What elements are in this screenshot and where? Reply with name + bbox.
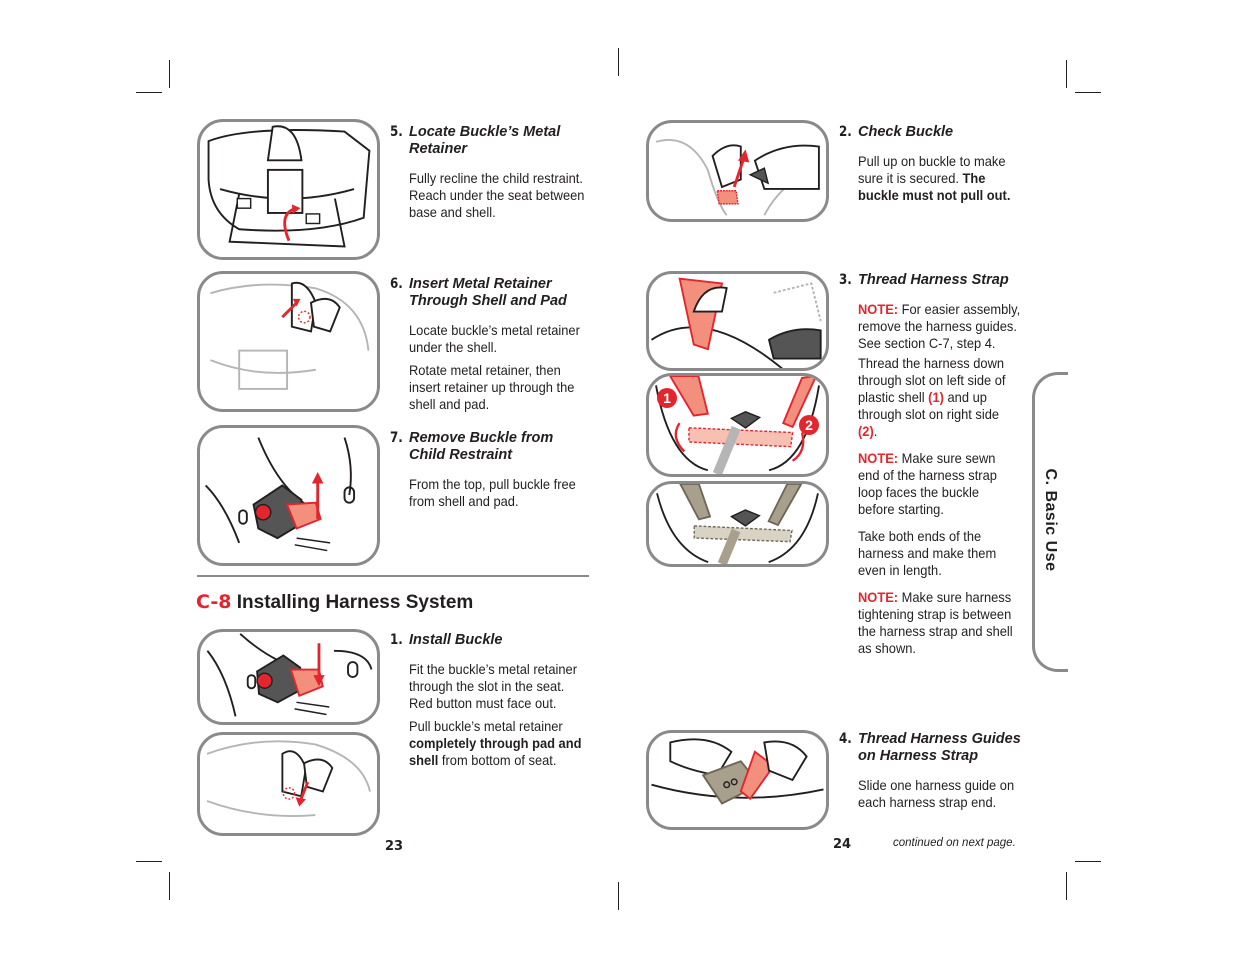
thread-guides-illustration [646,730,829,830]
step-body: Fit the buckle’s metal retainer through … [409,661,578,711]
locate-retainer-illustration [197,119,380,260]
step-number: 1. [390,632,403,648]
crop-mark [1075,92,1101,93]
section-tab [1032,372,1068,672]
crop-mark [1066,60,1067,88]
step-title: Thread Harness Guides on Harness Strap [858,731,1021,764]
section-divider [197,575,589,577]
step-body: Thread the harness down through slot on … [858,355,1006,439]
step-6-insert-retainer: 6. Insert Metal Retainer Through Shell a… [390,276,604,413]
insert-retainer-illustration [197,271,380,412]
thread-harness-slots-illustration [646,373,829,477]
crop-mark [618,48,619,76]
crop-mark [1066,872,1067,900]
step-body: Fully recline the child restraint. Reach… [409,170,585,220]
step-body: Take both ends of the harness and make t… [858,528,997,578]
install-buckle-illustration [197,629,380,725]
note: NOTE: Make sure sewn end of the harness … [858,450,997,517]
step-body: Pull up on buckle to make sure it is sec… [858,153,1011,203]
step-number: 7. [390,430,403,446]
note: NOTE: For easier assembly, remove the ha… [858,301,1021,351]
slot-badge-1: 1 [657,388,677,408]
step-5-locate-retainer: 5. Locate Buckle’s Metal Retainer Fully … [390,124,604,221]
step-4-thread-guides: 4. Thread Harness Guides on Harness Stra… [839,731,1033,811]
step-body: Slide one harness guide on each harness … [858,777,1015,810]
step-body: From the top, pull buckle free from shel… [409,476,576,509]
crop-mark [618,882,619,910]
slot-badge-2: 2 [799,415,819,435]
step-title: Locate Buckle’s Metal Retainer [409,124,561,157]
crop-mark [169,872,170,900]
thread-harness-even-illustration [646,481,829,567]
step-7-remove-buckle: 7. Remove Buckle from Child Restraint Fr… [390,430,604,510]
page-number-left: 23 [385,839,404,854]
section-heading: C-8 Installing Harness System [196,591,473,614]
pull-retainer-illustration [197,732,380,836]
check-buckle-illustration [646,120,829,222]
step-body: Locate buckle’s metal retainer under the… [409,322,580,355]
step-body: Pull buckle’s metal retainer completely … [409,718,582,768]
step-title: Remove Buckle from Child Restraint [409,430,554,463]
step-title: Insert Metal Retainer Through Shell and … [409,276,567,309]
step-number: 5. [390,124,403,140]
step-number: 2. [839,124,852,140]
section-tab-label: C. Basic Use [1042,468,1059,572]
thread-harness-top-illustration [646,271,829,371]
step-3-thread-harness: 3. Thread Harness Strap NOTE: For easier… [839,272,1038,657]
step-title: Install Buckle [409,632,503,648]
step-1-install-buckle: 1. Install Buckle Fit the buckle’s metal… [390,632,604,769]
note: NOTE: Make sure harness tightening strap… [858,589,1013,656]
page-number-right: 24 [833,837,852,852]
crop-mark [136,861,162,862]
remove-buckle-illustration [197,425,380,566]
crop-mark [1075,861,1101,862]
step-title: Check Buckle [858,124,954,140]
continued-note: continued on next page. [893,837,1016,849]
step-body: Rotate metal retainer, then insert retai… [409,362,575,412]
section-title: Installing Harness System [236,592,474,613]
step-number: 6. [390,276,403,292]
crop-mark [136,92,162,93]
step-number: 4. [839,731,852,747]
section-code: C-8 [196,591,232,613]
step-2-check-buckle: 2. Check Buckle Pull up on buckle to mak… [839,124,1038,204]
step-title: Thread Harness Strap [858,272,1009,288]
crop-mark [169,60,170,88]
step-number: 3. [839,272,852,288]
